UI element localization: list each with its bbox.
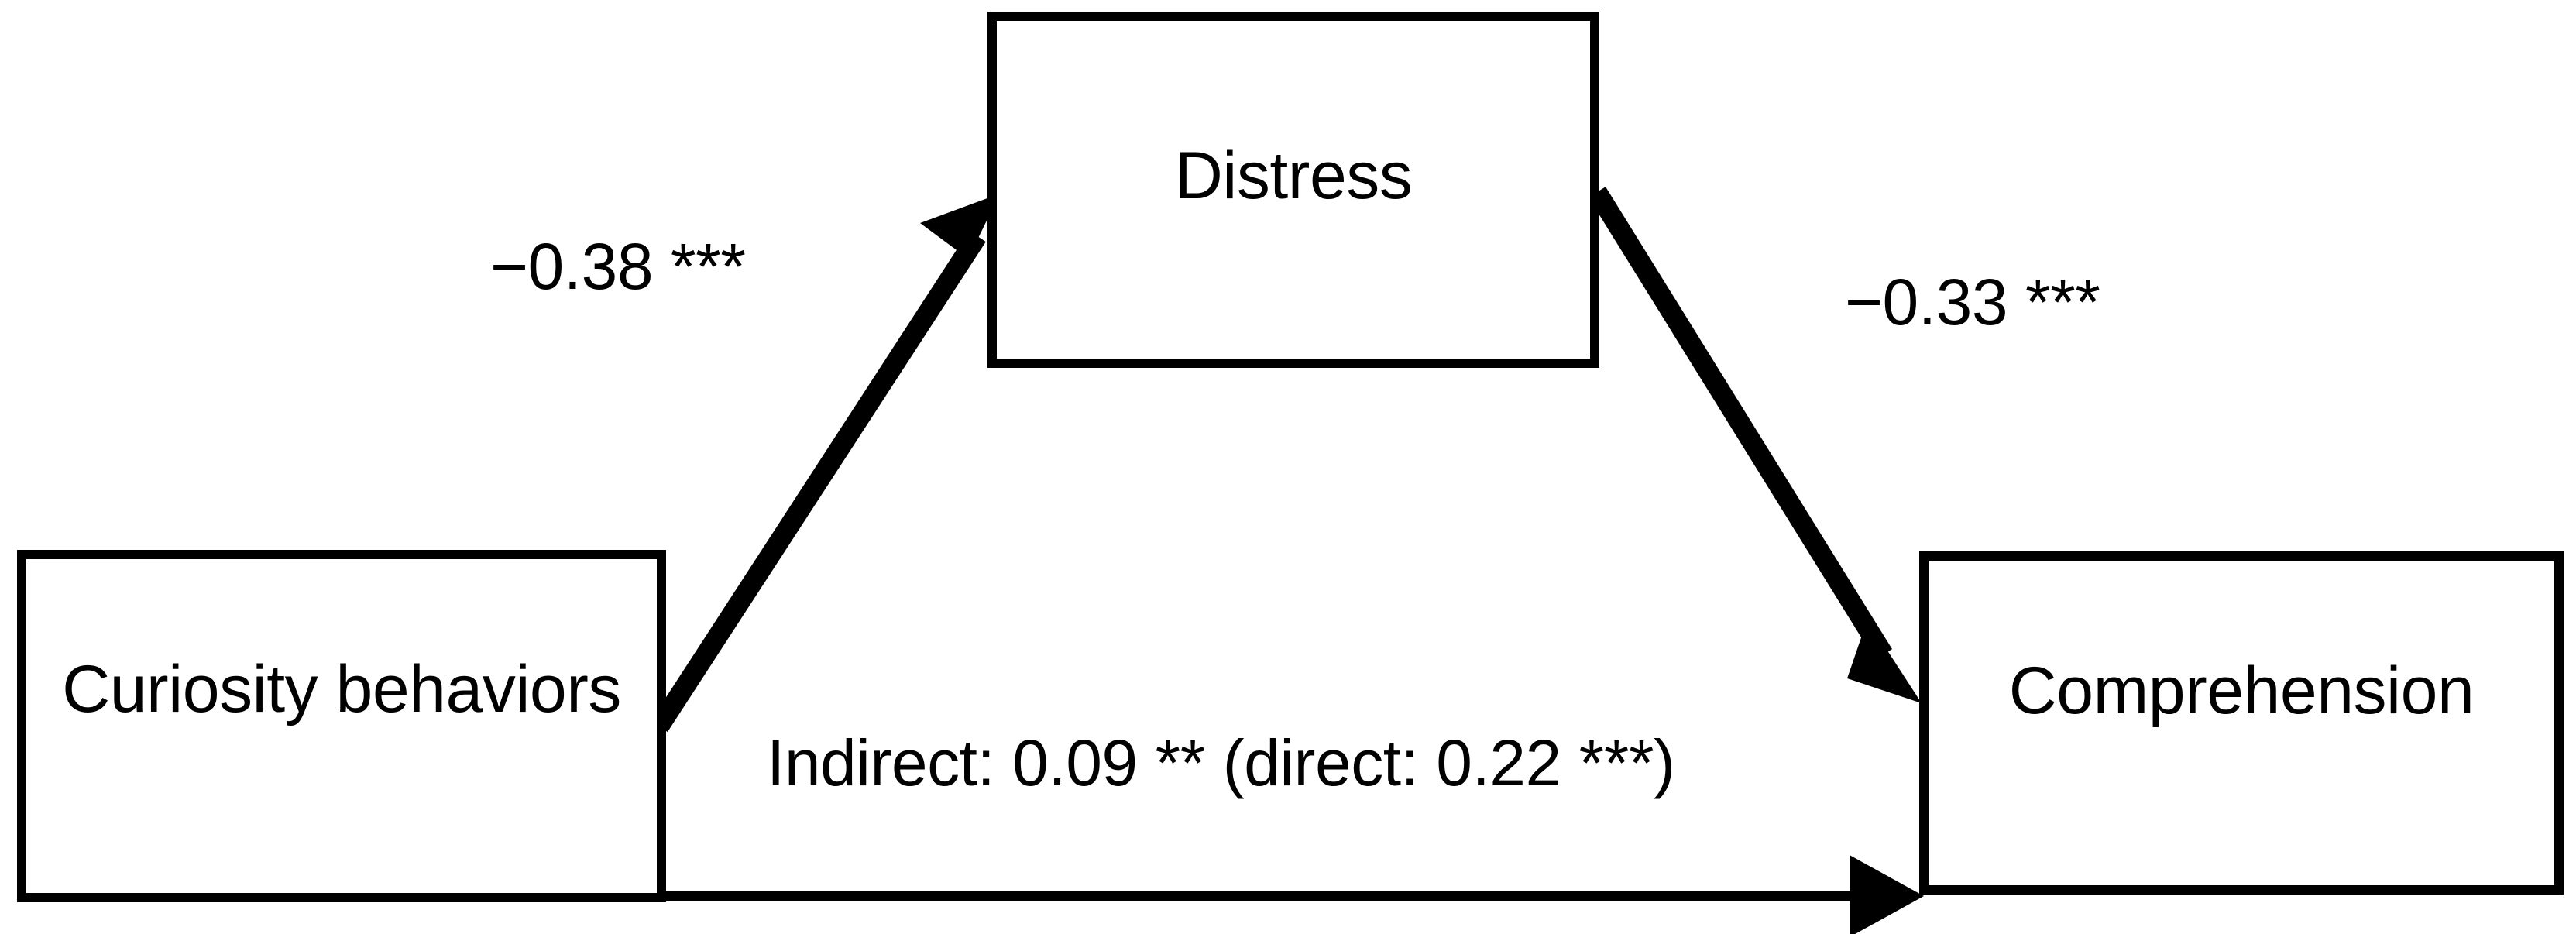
- node-comprehension: Comprehension: [1919, 551, 2564, 895]
- node-curiosity-behaviors: Curiosity behaviors: [17, 550, 666, 902]
- arrow-a-path: [651, 194, 1000, 733]
- node-distress-label: Distress: [1174, 139, 1413, 213]
- arrow-c-path: [662, 855, 1924, 934]
- path-coefficient-b-label: −0.33 ***: [1845, 266, 2100, 338]
- node-curiosity-behaviors-label: Curiosity behaviors: [62, 651, 621, 726]
- arrow-b-path: [1588, 187, 1922, 703]
- node-distress: Distress: [987, 12, 1599, 368]
- node-comprehension-label: Comprehension: [2008, 653, 2475, 728]
- path-coefficient-a-label: −0.38 ***: [490, 230, 746, 303]
- path-coefficient-c-label: Indirect: 0.09 ** (direct: 0.22 ***): [767, 726, 1675, 799]
